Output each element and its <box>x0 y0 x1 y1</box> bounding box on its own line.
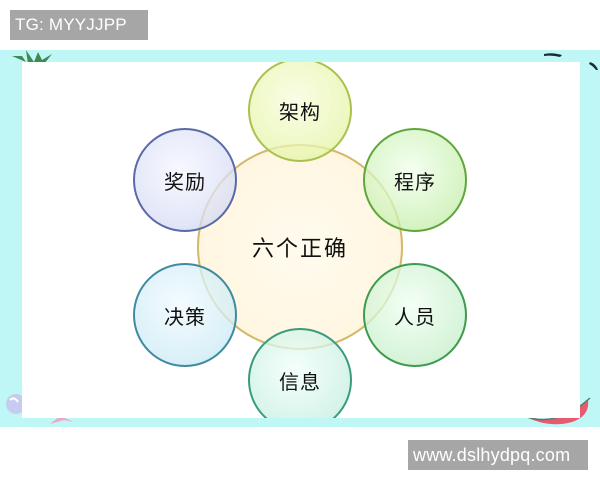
leaf-decoration-icon <box>12 50 52 64</box>
center-node-label: 六个正确 <box>251 237 348 262</box>
watermark-tg-text: TG: MYYJJPP <box>15 15 127 34</box>
watermark-url-label: www.dslhydpq.com <box>408 440 588 470</box>
node-label: 架构 <box>279 99 321 124</box>
node-procedure: 程序 <box>363 128 467 232</box>
node-decision: 决策 <box>133 263 237 367</box>
node-information: 信息 <box>248 328 352 418</box>
node-label: 决策 <box>164 304 206 329</box>
shell-decoration-icon <box>6 394 74 424</box>
node-architecture: 架构 <box>248 62 352 162</box>
node-label: 人员 <box>394 304 436 329</box>
node-label: 奖励 <box>164 169 206 194</box>
brush-decoration-icon <box>544 53 598 70</box>
diagram-panel: 六个正确 架构 奖励 程序 决策 人员 信息 <box>22 62 580 418</box>
node-personnel: 人员 <box>363 263 467 367</box>
node-label: 信息 <box>279 369 321 394</box>
watermark-tg-label: TG: MYYJJPP <box>10 10 148 40</box>
node-label: 程序 <box>394 169 436 194</box>
node-rewards: 奖励 <box>133 128 237 232</box>
watermark-url-text: www.dslhydpq.com <box>413 444 571 465</box>
